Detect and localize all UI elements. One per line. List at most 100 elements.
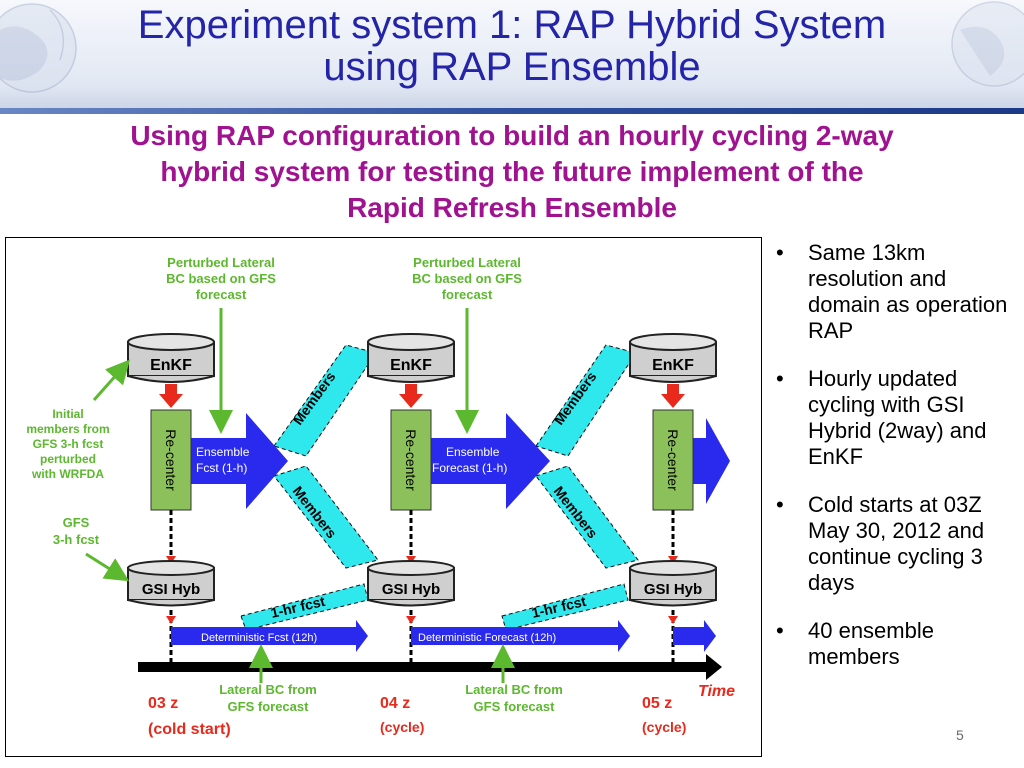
bullet-icon: • [776, 618, 784, 643]
enkf-cylinder: EnKF [629, 333, 717, 383]
bullet-icon: • [776, 492, 784, 517]
subtitle-line: hybrid system for testing the future imp… [160, 156, 864, 187]
bullet-item: • 40 ensemble members [776, 618, 1016, 670]
lateral-bc-text: Lateral BC from [219, 682, 317, 697]
slide-subtitle: Using RAP configuration to build an hour… [40, 118, 984, 226]
cycle-time-label: 05 z (cycle) [642, 695, 686, 735]
ensemble-forecast-arrow [688, 418, 730, 504]
cycle-time-label: 03 z (cold start) [148, 695, 231, 738]
det-fcst-label: Deterministic Forecast (12h) [418, 632, 556, 644]
lateral-bc-text: GFS forecast [228, 699, 310, 714]
bullet-item: • Same 13km resolution and domain as oper… [776, 240, 1016, 344]
ensemble-fcst-label: Fcst (1-h) [196, 461, 247, 475]
initial-members-text: with WRFDA [31, 467, 104, 481]
recenter-box: Re-center [390, 409, 432, 511]
bullet-text: 40 ensemble members [808, 618, 934, 669]
gsi-hyb-label: GSI Hyb [644, 581, 702, 598]
ensemble-fcst-label: Forecast (1-h) [432, 461, 507, 475]
recenter-label: Re-center [403, 429, 419, 491]
gfs-fcst-note: GFS 3-h fcst [53, 515, 130, 582]
recenter-label: Re-center [163, 429, 179, 491]
enkf-cylinder: EnKF [127, 333, 215, 383]
initial-members-text: Initial [52, 407, 83, 421]
cycle-time: 05 z [642, 695, 672, 712]
ensemble-forecast-arrow: Ensemble Forecast (1-h) [426, 413, 550, 509]
hybrid-cycling-diagram: Members Members Members Members 1-hr fcs… [5, 237, 762, 757]
gsi-hyb-cylinder: GSI Hyb [367, 560, 455, 607]
lateral-bc-note: Lateral BC from GFS forecast [465, 644, 563, 714]
ensemble-fcst-label: Ensemble [196, 445, 250, 459]
ensemble-forecast-arrow: Ensemble Fcst (1-h) [186, 413, 288, 509]
cycle-type: (cold start) [148, 721, 231, 738]
perturbed-bc-note: Perturbed Lateral BC based on GFS foreca… [166, 255, 276, 434]
bullet-icon: • [776, 366, 784, 391]
enkf-label: EnKF [150, 357, 192, 374]
cycle-column: EnKF Re-center GSI Hyb [367, 333, 455, 670]
cycle-time: 03 z [148, 695, 178, 712]
time-label: Time [698, 683, 735, 700]
bullet-icon: • [776, 240, 784, 265]
header-background [0, 0, 1024, 114]
gsi-hyb-cylinder: GSI Hyb [127, 560, 215, 607]
page-number: 5 [956, 727, 964, 743]
globe-icon [0, 3, 77, 93]
cycle-type: (cycle) [642, 719, 686, 735]
title-line: Experiment system 1: RAP Hybrid System [137, 3, 887, 47]
globe-icon [951, 1, 1024, 87]
initial-members-text: perturbed [40, 452, 96, 466]
deterministic-forecast-arrow: Deterministic Fcst (12h) [171, 620, 368, 652]
bullet-text: Cold starts at 03Z May 30, 2012 and cont… [808, 492, 985, 595]
lateral-bc-text: GFS forecast [474, 699, 556, 714]
enkf-label: EnKF [390, 357, 432, 374]
red-arrow [159, 384, 183, 408]
perturbed-bc-text: Perturbed Lateral [167, 255, 275, 270]
initial-members-text: members from [26, 422, 109, 436]
cycle-time: 04 z [380, 695, 410, 712]
cycle-column: EnKF Re-center GSI Hyb [629, 333, 717, 670]
bullet-text: Hourly updated cycling with GSI Hybrid (… [808, 366, 987, 469]
bullet-list: • Same 13km resolution and domain as oper… [776, 240, 1016, 692]
members-band: Members [535, 344, 637, 457]
initial-members-text: GFS 3-h fcst [33, 437, 104, 451]
enkf-label: EnKF [652, 357, 694, 374]
perturbed-bc-text: BC based on GFS [412, 271, 522, 286]
cycle-column: EnKF Re-center GSI Hyb [127, 333, 215, 670]
red-arrow [661, 384, 685, 408]
recenter-label: Re-center [665, 429, 681, 491]
perturbed-bc-text: forecast [442, 287, 493, 302]
red-arrow [399, 384, 423, 408]
perturbed-bc-text: forecast [196, 287, 247, 302]
recenter-box: Re-center [652, 409, 694, 511]
members-band: Members [273, 344, 377, 457]
diagram-canvas: Members Members Members Members 1-hr fcs… [26, 255, 735, 738]
perturbed-bc-text: BC based on GFS [166, 271, 276, 286]
bullet-text: Same 13km resolution and domain as opera… [808, 240, 1008, 343]
bullet-item: • Hourly updated cycling with GSI Hybrid … [776, 366, 1016, 470]
gfs-fcst-text: 3-h fcst [53, 532, 100, 547]
one-hr-fcst-band: 1-hr fcst [501, 583, 629, 631]
gsi-hyb-cylinder: GSI Hyb [629, 560, 717, 607]
time-axis: Time [138, 654, 735, 700]
gsi-hyb-label: GSI Hyb [382, 581, 440, 598]
initial-members-note: Initial members from GFS 3-h fcst pertur… [26, 359, 130, 481]
recenter-box: Re-center [150, 409, 192, 511]
lateral-bc-note: Lateral BC from GFS forecast [219, 644, 317, 714]
deterministic-forecast-arrow [673, 620, 716, 652]
subtitle-line: Rapid Refresh Ensemble [347, 192, 677, 223]
deterministic-forecast-arrow: Deterministic Forecast (12h) [411, 620, 630, 652]
det-fcst-label: Deterministic Fcst (12h) [201, 632, 317, 644]
perturbed-bc-note: Perturbed Lateral BC based on GFS foreca… [412, 255, 522, 434]
title-line: using RAP Ensemble [323, 45, 701, 89]
members-band: Members [273, 465, 379, 569]
perturbed-bc-text: Perturbed Lateral [413, 255, 521, 270]
one-hr-fcst-band: 1-hr fcst [240, 583, 369, 631]
bullet-item: • Cold starts at 03Z May 30, 2012 and con… [776, 492, 1016, 596]
cycle-type: (cycle) [380, 719, 424, 735]
lateral-bc-text: Lateral BC from [465, 682, 563, 697]
members-band: Members [535, 465, 639, 569]
gsi-hyb-label: GSI Hyb [142, 581, 200, 598]
ensemble-fcst-label: Ensemble [446, 445, 500, 459]
slide-title: Experiment system 1: RAP Hybrid System u… [0, 4, 1024, 88]
cycle-time-label: 04 z (cycle) [380, 695, 424, 735]
gfs-fcst-text: GFS [63, 515, 90, 530]
